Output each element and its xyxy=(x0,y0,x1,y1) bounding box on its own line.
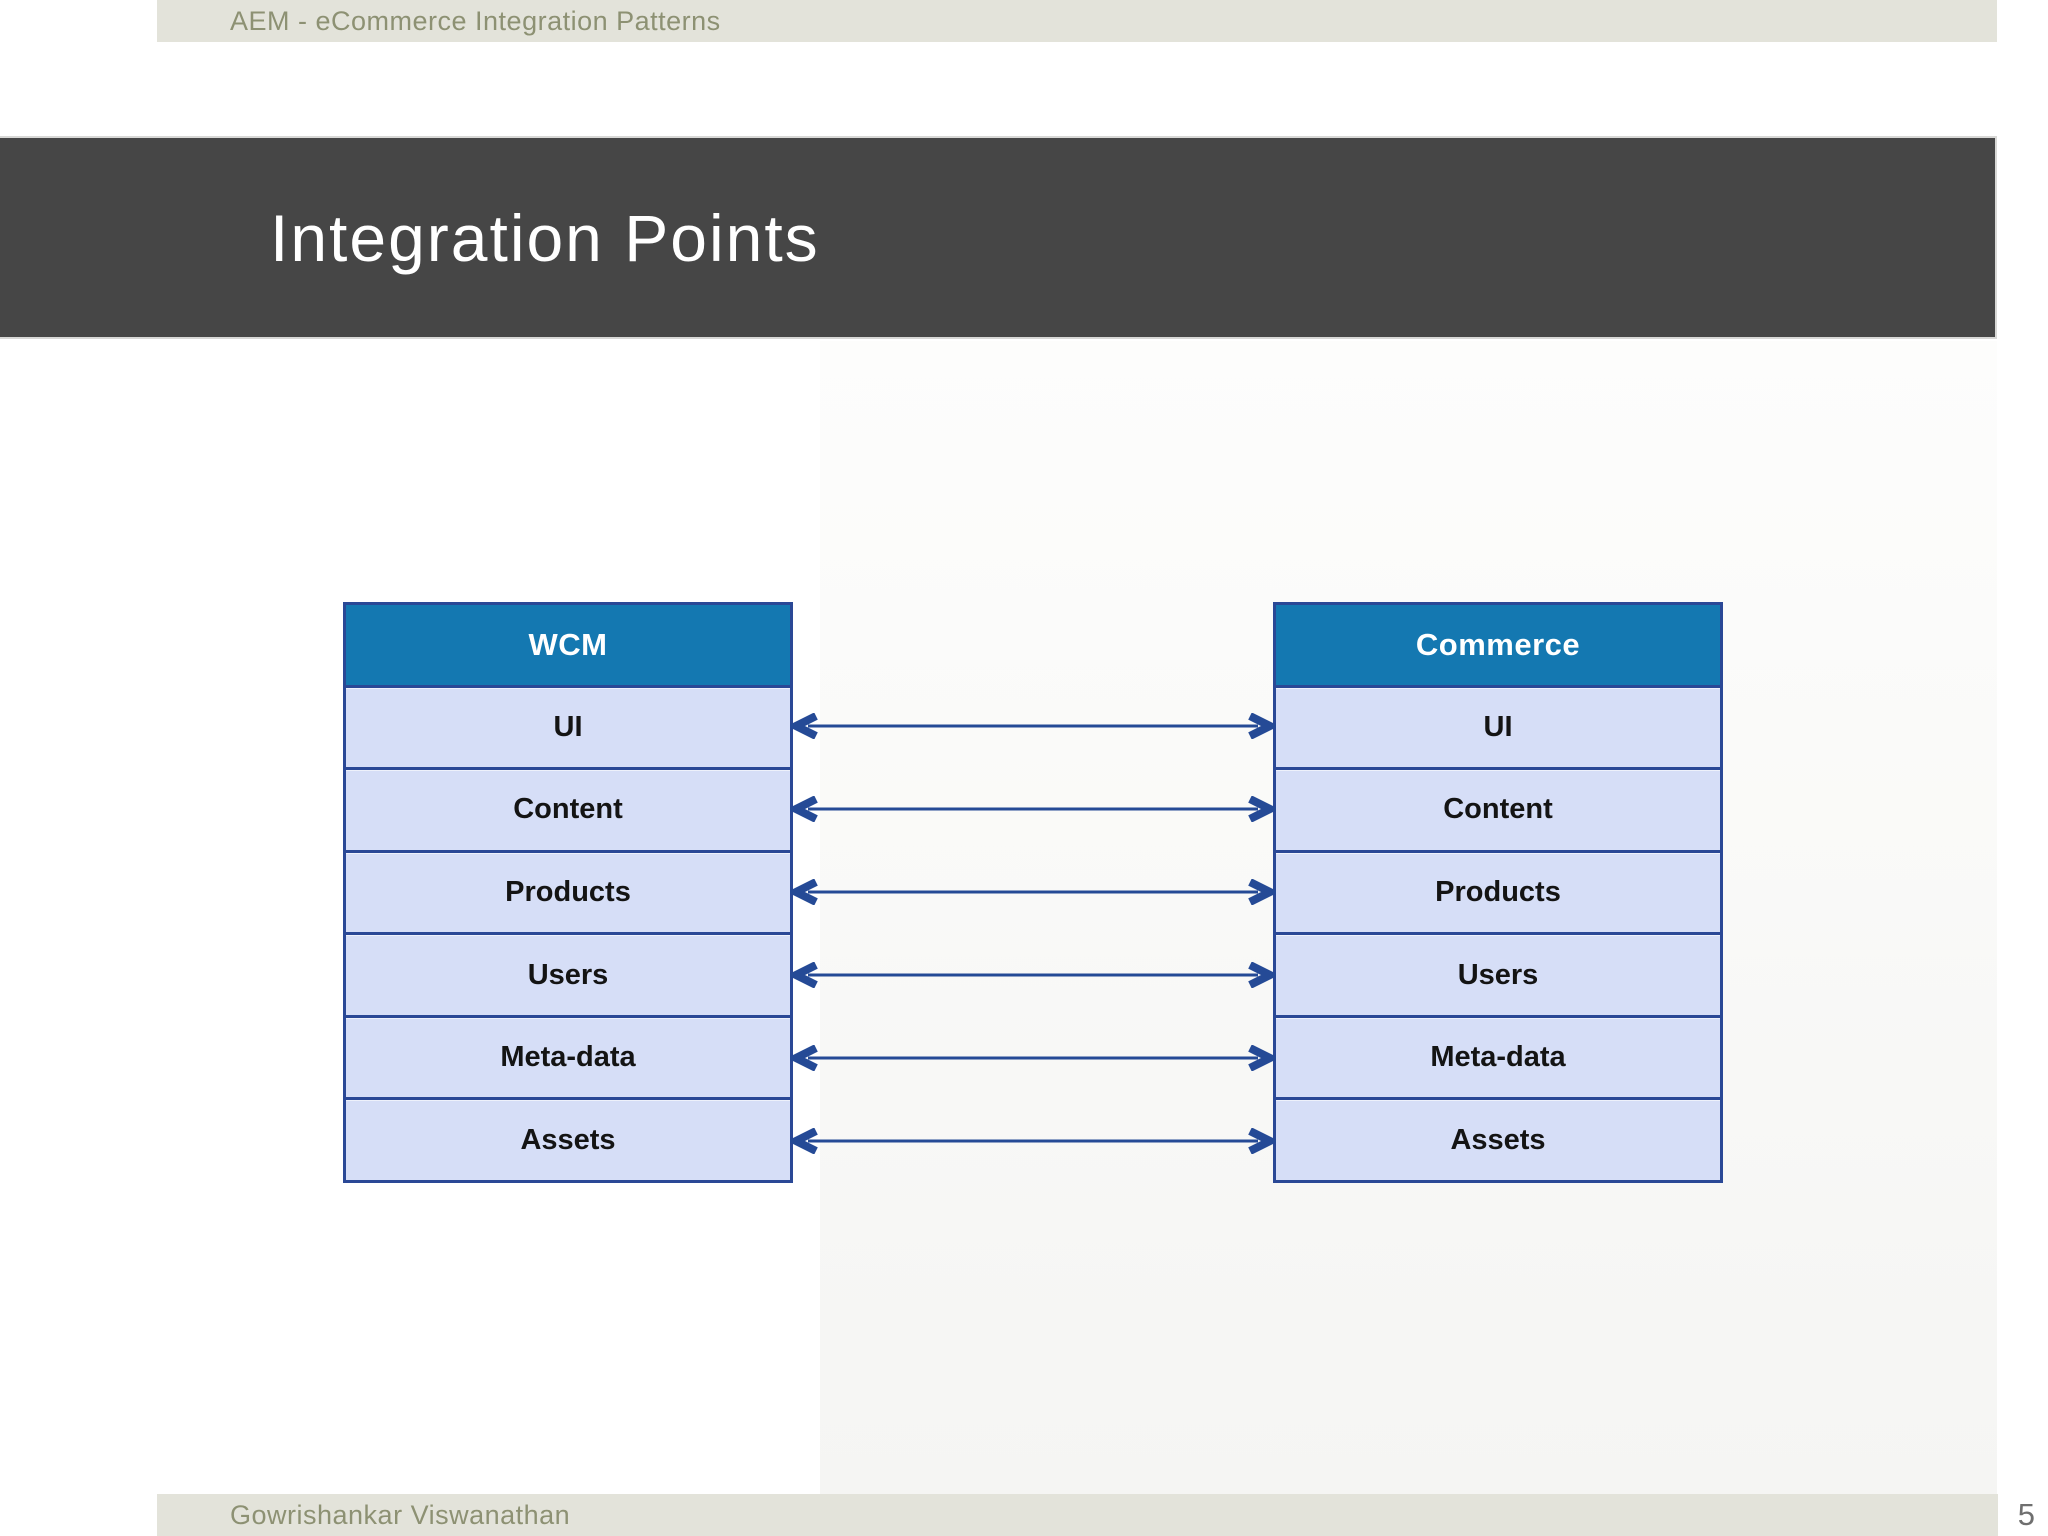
table-row: Products xyxy=(1276,849,1720,933)
table-row: Products xyxy=(346,849,790,933)
bidirectional-arrow-icon xyxy=(790,879,1276,905)
table-row: UI xyxy=(1276,684,1720,768)
table-row: Content xyxy=(1276,767,1720,850)
bidirectional-arrow-icon xyxy=(790,796,1276,822)
table-row: Users xyxy=(346,932,790,1015)
bidirectional-arrow-icon xyxy=(790,713,1276,739)
wcm-table-header: WCM xyxy=(346,605,790,685)
table-row: UI xyxy=(346,684,790,768)
slide-footer-bar: Gowrishankar Viswanathan xyxy=(157,1494,1998,1536)
slide-title: Integration Points xyxy=(270,200,820,275)
table-row: Users xyxy=(1276,932,1720,1015)
page-number: 5 xyxy=(2017,1497,2035,1532)
commerce-table: Commerce UI Content Products Users Meta-… xyxy=(1273,602,1723,1183)
bidirectional-arrow-icon xyxy=(790,1045,1276,1071)
title-bar: Integration Points xyxy=(0,136,1997,339)
table-row: Meta-data xyxy=(346,1014,790,1098)
table-row: Meta-data xyxy=(1276,1014,1720,1098)
slide-header-bar: AEM - eCommerce Integration Patterns xyxy=(157,0,1997,42)
table-row: Assets xyxy=(1276,1097,1720,1181)
bidirectional-arrow-icon xyxy=(790,1128,1276,1154)
presentation-title: AEM - eCommerce Integration Patterns xyxy=(230,5,721,36)
bidirectional-arrow-icon xyxy=(790,962,1276,988)
commerce-table-header: Commerce xyxy=(1276,605,1720,685)
table-row: Assets xyxy=(346,1097,790,1181)
wcm-table: WCM UI Content Products Users Meta-data … xyxy=(343,602,793,1183)
table-row: Content xyxy=(346,767,790,850)
footer-author: Gowrishankar Viswanathan xyxy=(230,1499,571,1530)
